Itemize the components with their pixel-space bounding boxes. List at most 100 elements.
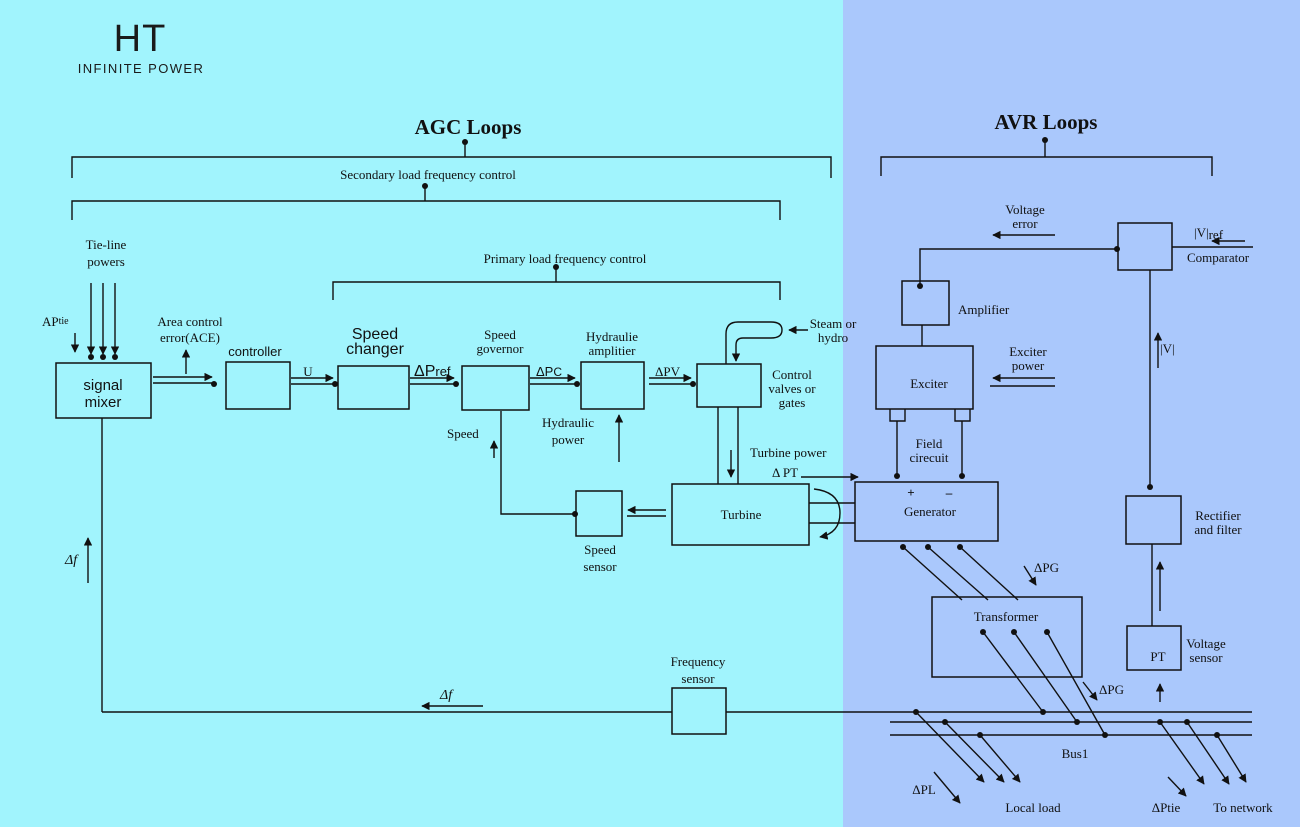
agc-region-background (0, 0, 843, 827)
logo-mark: HT (114, 18, 167, 60)
speed-governor-label: Speed (484, 327, 516, 342)
junction-dot (332, 381, 338, 387)
field-circuit-label-line2: cirecuit (910, 450, 949, 465)
hydraulic-amplifier-label: Hydraulie (586, 329, 638, 344)
speed-changer-label: Speed (352, 326, 398, 343)
primary-control-label: Primary load frequency control (484, 251, 647, 266)
transformer-output-line-2 (1013, 631, 1078, 723)
voltage-sensor-label: Voltage (1186, 636, 1226, 651)
delta-p-t-label: Δ PT (772, 465, 798, 480)
speed-changer-block (337, 365, 410, 410)
exciter-power-label: Exciter (1009, 344, 1047, 359)
avr-region-background (843, 0, 1300, 827)
control-valves-label: Control (772, 367, 812, 382)
speed-label: Speed (447, 426, 479, 441)
generator-label: Generator (904, 504, 957, 519)
junction-dot (1147, 484, 1153, 490)
local-load-label: Local load (1005, 800, 1061, 815)
junction-dot (1040, 709, 1046, 715)
to-network-label: To network (1213, 800, 1273, 815)
local-load-line-2 (944, 721, 1005, 783)
hydraulic-amplifier-label-line2: amplitier (589, 343, 637, 358)
steam-or-hydro-label-line2: hydro (818, 330, 848, 345)
frequency-sensor-label: Frequency (671, 654, 726, 669)
avr-loops-title: AVR Loops (995, 110, 1098, 134)
delta-p-ref-sub: ref (435, 364, 451, 379)
ace-label: Area control (157, 314, 223, 329)
hydraulic-power-label: Hydraulic (542, 415, 594, 430)
ace-label-line2: error(ACE) (160, 330, 220, 345)
local-load-line-1 (915, 711, 985, 783)
tie-power-sub: tie (59, 316, 70, 327)
transformer-output-line-1 (982, 631, 1044, 713)
junction-dot (112, 354, 118, 360)
delta-p-g-bus-arrow (1082, 681, 1098, 701)
controller-label: controller (228, 344, 282, 359)
frequency-sensor-block (671, 687, 727, 735)
agc-loops-title: AGC Loops (415, 115, 522, 139)
control-valves-block (696, 363, 762, 408)
network-line-3 (1216, 734, 1247, 783)
field-circuit-label: Field (916, 436, 943, 451)
transformer-block (931, 596, 1083, 678)
hydraulic-power-label-line2: power (552, 432, 585, 447)
junction-dot (917, 283, 923, 289)
voltage-error-line (919, 248, 1117, 286)
field-plus-label: + (907, 485, 914, 500)
signal-mixer-label: signal (83, 377, 122, 394)
junction-dot (1102, 732, 1108, 738)
generator-output-line-2 (927, 546, 989, 601)
delta-f-feedback-label: Δf (64, 553, 79, 568)
rectifier-label-line2: and filter (1194, 522, 1242, 537)
network-line-1 (1159, 721, 1205, 785)
exciter-power-label-line2: power (1012, 358, 1045, 373)
agc-brace-dot (462, 139, 468, 145)
network-line-2 (1186, 721, 1230, 785)
junction-dot (572, 511, 578, 517)
control-u-label: U (303, 364, 313, 379)
control-valves-label-line2: valves or (768, 381, 816, 396)
logo-tagline: INFINITE POWER (78, 61, 205, 76)
shaft-rotation-arrow (813, 488, 841, 540)
local-load-line-3 (979, 734, 1021, 783)
primary-brace-dot (553, 264, 559, 270)
junction-dot (1074, 719, 1080, 725)
delta-p-l-arrow (933, 771, 961, 804)
speed-governor-block (461, 365, 530, 411)
delta-p-l-label: ΔPL (912, 782, 936, 797)
steam-pipe (725, 321, 783, 364)
secondary-control-label: Secondary load frequency control (340, 167, 516, 182)
steam-or-hydro-label: Steam or (810, 316, 857, 331)
turbine-power-label: Turbine power (750, 445, 827, 460)
rectifier-label: Rectifier (1195, 508, 1241, 523)
bus-label: Bus1 (1062, 746, 1089, 761)
delta-p-tie-out-arrow (1167, 776, 1187, 797)
delta-p-g-generator-arrow (1023, 565, 1037, 586)
junction-dot (453, 381, 459, 387)
turbine-label: Turbine (721, 507, 762, 522)
junction-dot (574, 381, 580, 387)
junction-dot (88, 354, 94, 360)
signal-mixer-block (55, 362, 152, 419)
company-logo: HT INFINITE POWER (78, 18, 205, 76)
speed-changer-label-line2: changer (346, 341, 404, 358)
speed-sensor-label-line2: sensor (583, 559, 617, 574)
transformer-label: Transformer (974, 609, 1039, 624)
voltage-sensor-label-line2: sensor (1189, 650, 1223, 665)
delta-p-c-label: ΔPC (536, 364, 562, 379)
tie-power-main: AP (42, 314, 59, 329)
tie-line-label: Tie-line (86, 237, 127, 252)
signal-mixer-label-line2: mixer (85, 394, 122, 411)
pt-label: PT (1150, 649, 1165, 664)
transformer-output-line-3 (1046, 631, 1106, 736)
speed-sensor-label: Speed (584, 542, 616, 557)
comparator-label: Comparator (1187, 250, 1250, 265)
avr-brace-dot (1042, 137, 1048, 143)
delta-p-v-label: ΔPV (655, 364, 681, 379)
exciter-label: Exciter (910, 376, 948, 391)
speed-governor-label-line2: governor (477, 341, 525, 356)
field-minus-label: – (945, 485, 953, 500)
delta-p-g-generator-label: ΔPG (1034, 560, 1059, 575)
tie-line-label-line2: powers (87, 254, 125, 269)
